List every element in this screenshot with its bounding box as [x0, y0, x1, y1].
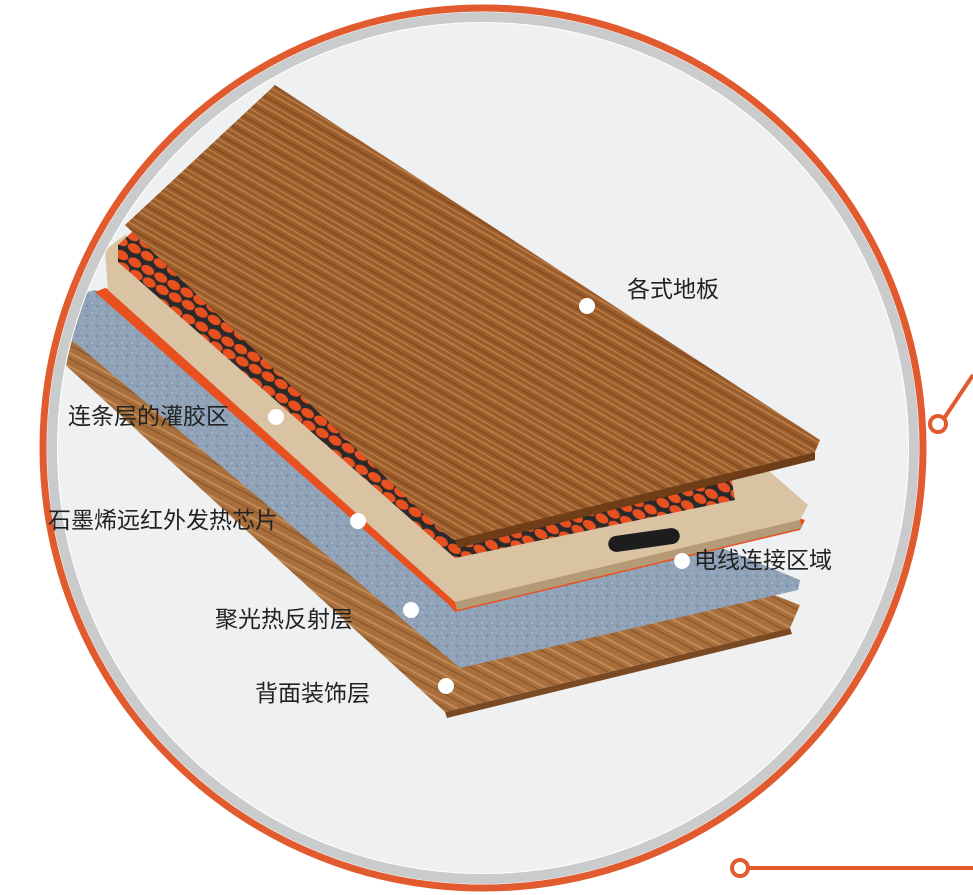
wire-connector — [608, 528, 680, 552]
dot-marker-icon — [579, 298, 595, 314]
ring-node-icon — [928, 414, 948, 434]
dot-marker-icon — [350, 513, 366, 529]
back-layer-edge — [445, 628, 792, 718]
outer-orange-ring — [39, 4, 927, 892]
floor-layers-illustration — [60, 85, 820, 718]
dot-marker-icon — [268, 409, 284, 425]
label-glue-zone: 连条层的灌胶区 — [68, 404, 229, 430]
label-reflect: 聚光热反射层 — [215, 607, 353, 633]
dot-marker-icon — [674, 553, 690, 569]
label-graphene: 石墨烯远红外发热芯片 — [48, 508, 278, 534]
dot-marker-icon — [438, 678, 454, 694]
connector-line-right — [941, 373, 973, 422]
label-back: 背面装饰层 — [255, 681, 370, 707]
label-floor: 各式地板 — [627, 277, 719, 303]
base-edge-shadow — [455, 520, 802, 610]
top-floor-edge — [455, 452, 815, 548]
label-wire-zone: 电线连接区域 — [694, 548, 832, 574]
top-wood-floor — [125, 85, 820, 540]
ring-node-icon — [730, 858, 750, 878]
dot-marker-icon — [403, 602, 419, 618]
inner-gray-ring — [47, 12, 919, 884]
